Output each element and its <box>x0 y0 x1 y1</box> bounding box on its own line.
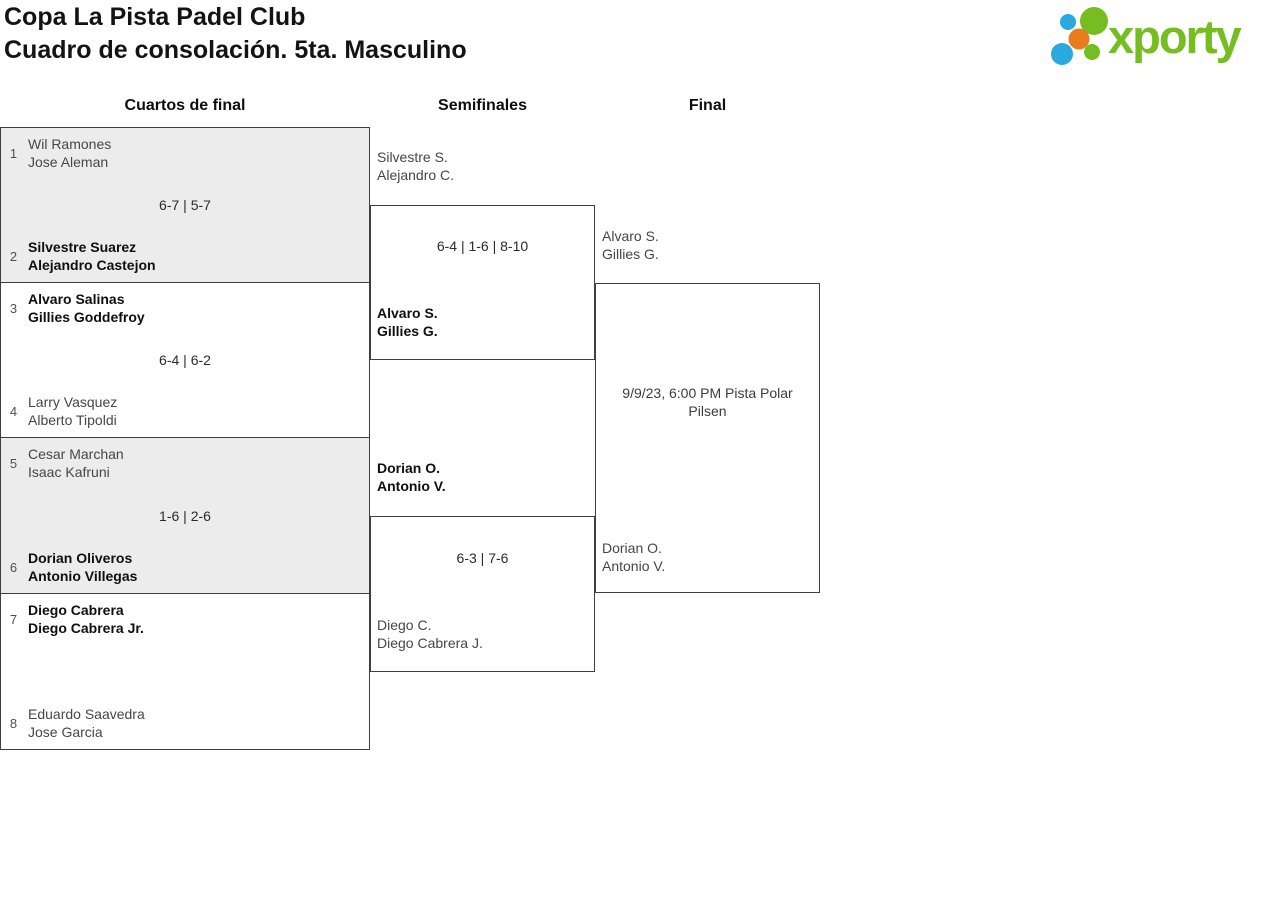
player-name: Silvestre Suarez <box>28 239 137 255</box>
match-semifinal-2[interactable]: Dorian O. Antonio V. 6-3 | 7-6 Diego C. … <box>370 459 596 672</box>
team-slot: 5 Cesar Marchan Isaac Kafruni <box>8 445 124 481</box>
player-name: Diego Cabrera <box>28 602 124 618</box>
player-name: Silvestre S. <box>377 149 448 165</box>
player-name: Alvaro S. <box>602 228 659 244</box>
team-names: Silvestre Suarez Alejandro Castejon <box>28 238 156 274</box>
player-name: Gillies G. <box>377 323 438 339</box>
tournament-name: Copa La Pista Padel Club <box>4 3 306 31</box>
seed-number: 2 <box>9 248 18 264</box>
match-score: 1-6 | 2-6 <box>159 507 211 524</box>
player-name: Larry Vasquez <box>28 394 118 410</box>
draw-name: Cuadro de consolación. 5ta. Masculino <box>4 36 467 64</box>
team-slot-winner: 2 Silvestre Suarez Alejandro Castejon <box>8 238 156 274</box>
match-datetime-venue: 9/9/23, 6:00 PM Pista Polar <box>622 385 793 401</box>
match-quarterfinal-1[interactable]: 1 Wil Ramones Jose Aleman 6-7 | 5-7 2 Si… <box>0 127 370 283</box>
match-score: 6-7 | 5-7 <box>159 197 211 213</box>
player-name: Isaac Kafruni <box>28 464 110 480</box>
team-names-winner: Dorian O. Antonio V. <box>377 459 446 495</box>
team-names: Diego Cabrera Diego Cabrera Jr. <box>28 601 144 637</box>
logo-wordmark: xporty <box>1108 10 1242 63</box>
player-name: Antonio V. <box>602 558 666 574</box>
team-names: Wil Ramones Jose Aleman <box>28 135 111 171</box>
player-name: Diego Cabrera J. <box>377 635 483 651</box>
player-name: Wil Ramones <box>28 136 112 152</box>
bracket-connector-box <box>370 205 595 360</box>
match-schedule: 9/9/23, 6:00 PM Pista Polar Pilsen <box>595 384 820 420</box>
round-header-semifinals: Semifinales <box>438 97 527 114</box>
team-names: Eduardo Saavedra Jose Garcia <box>28 705 145 741</box>
team-names: Larry Vasquez Alberto Tipoldi <box>28 393 117 429</box>
team-names: Cesar Marchan Isaac Kafruni <box>28 445 124 481</box>
page-title: Copa La Pista Padel Club Cuadro de conso… <box>4 1 467 67</box>
xporty-logo[interactable]: xporty <box>1046 4 1278 66</box>
player-name: Gillies G. <box>602 246 659 262</box>
logo-dot-blue-small <box>1060 14 1076 30</box>
player-name: Alvaro Salinas <box>28 291 125 307</box>
logo-dot-orange <box>1068 28 1090 50</box>
bracket-connector-box <box>595 283 820 593</box>
player-name: Alvaro S. <box>377 305 438 321</box>
team-slot-winner: 7 Diego Cabrera Diego Cabrera Jr. <box>8 601 144 637</box>
match-semifinal-1[interactable]: Silvestre S. Alejandro C. 6-4 | 1-6 | 8-… <box>370 148 596 360</box>
player-name: Alejandro Castejon <box>28 257 156 273</box>
player-name: Diego C. <box>377 617 432 633</box>
team-names: Dorian Oliveros Antonio Villegas <box>28 549 137 585</box>
match-score: 6-4 | 1-6 | 8-10 <box>436 238 529 254</box>
logo-dot-green-small <box>1084 44 1100 60</box>
seed-number: 4 <box>9 403 18 419</box>
team-names-winner: Alvaro S. Gillies G. <box>377 304 438 340</box>
team-names: Diego C. Diego Cabrera J. <box>377 616 483 652</box>
match-score: 6-3 | 7-6 <box>456 550 509 566</box>
bracket-connector-box <box>370 516 595 672</box>
seed-number: 8 <box>9 715 18 731</box>
team-names: Alvaro S. Gillies G. <box>602 227 659 263</box>
match-quarterfinal-3[interactable]: 5 Cesar Marchan Isaac Kafruni 1-6 | 2-6 … <box>0 437 370 594</box>
seed-number: 5 <box>9 455 18 471</box>
logo-dot-blue-large <box>1051 43 1073 65</box>
player-name: Dorian O. <box>602 540 662 556</box>
team-slot: 4 Larry Vasquez Alberto Tipoldi <box>8 393 117 429</box>
match-quarterfinal-4[interactable]: 7 Diego Cabrera Diego Cabrera Jr. 8 Edua… <box>0 593 370 750</box>
round-header-final: Final <box>688 97 727 114</box>
match-score: 6-4 | 6-2 <box>159 352 211 368</box>
team-slot-winner: 3 Alvaro Salinas Gillies Goddefroy <box>8 290 145 326</box>
match-venue: Pilsen <box>688 403 727 419</box>
player-name: Eduardo Saavedra <box>28 706 145 722</box>
player-name: Cesar Marchan <box>28 446 124 462</box>
team-names: Dorian O. Antonio V. <box>602 539 665 575</box>
seed-number: 7 <box>9 611 18 627</box>
player-name: Alberto Tipoldi <box>28 412 117 428</box>
seed-number: 3 <box>9 300 18 316</box>
team-names: Silvestre S. Alejandro C. <box>377 148 454 184</box>
player-name: Jose Aleman <box>28 154 109 170</box>
team-slot: 1 Wil Ramones Jose Aleman <box>8 135 111 171</box>
team-slot: 8 Eduardo Saavedra Jose Garcia <box>8 705 145 741</box>
team-names: Alvaro Salinas Gillies Goddefroy <box>28 290 145 326</box>
logo-dot-green-large <box>1080 7 1108 35</box>
player-name: Dorian Oliveros <box>28 550 133 566</box>
seed-number: 6 <box>9 559 18 575</box>
round-header-quarterfinals: Cuartos de final <box>124 97 246 114</box>
player-name: Antonio Villegas <box>28 568 138 584</box>
player-name: Jose Garcia <box>28 724 103 740</box>
match-final[interactable]: Alvaro S. Gillies G. 9/9/23, 6:00 PM Pis… <box>595 227 821 593</box>
player-name: Alejandro C. <box>377 167 455 183</box>
player-name: Antonio V. <box>377 478 446 494</box>
player-name: Diego Cabrera Jr. <box>28 620 144 636</box>
player-name: Gillies Goddefroy <box>28 309 145 325</box>
player-name: Dorian O. <box>377 460 441 476</box>
match-quarterfinal-2[interactable]: 3 Alvaro Salinas Gillies Goddefroy 6-4 |… <box>0 282 370 438</box>
seed-number: 1 <box>9 145 18 161</box>
team-slot-winner: 6 Dorian Oliveros Antonio Villegas <box>8 549 138 585</box>
